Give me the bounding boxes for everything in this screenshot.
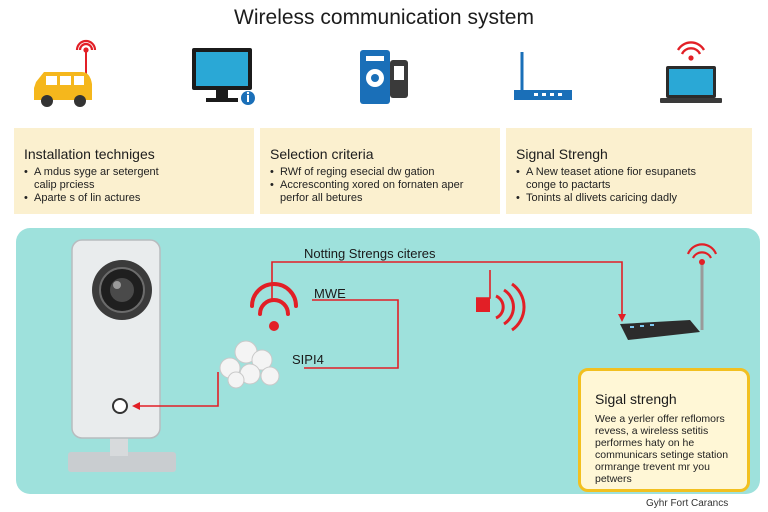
- panel-bullet: Tonints al dlivets caricing dadly: [516, 192, 696, 205]
- panel-bullet: calip prciess: [34, 179, 95, 191]
- wifi-signal-icon: [250, 282, 298, 316]
- car-with-antenna-icon: [34, 39, 97, 107]
- panel-bullet: perfor all betures: [280, 192, 363, 204]
- laptop-with-wifi-icon: [660, 41, 722, 103]
- base-station-unit-icon: [360, 50, 408, 104]
- panel-bullet-list: A New teaset atione fior esupanets conge…: [516, 166, 696, 205]
- wifi-signal-dot: [269, 321, 279, 331]
- panel-bullet-list: A mdus syge ar setergent calip prciess A…: [24, 166, 159, 205]
- desktop-monitor-icon: [192, 48, 255, 105]
- signal-strength-callout: Sigal strengh Wee a yerler offer reflomo…: [578, 368, 750, 492]
- callout-heading: Sigal strengh: [595, 391, 677, 407]
- panel-bullet: conge to pactarts: [526, 179, 611, 191]
- panel-bullet-list: RWf of reging esecial dw gation Accresco…: [270, 166, 463, 205]
- diagram-top-label: Notting Strengs citeres: [304, 246, 436, 261]
- network-router-icon: [620, 243, 718, 340]
- panel-heading: Signal Strengh: [516, 146, 608, 162]
- panel-bullet: Accresconting xored on fornaten aper: [270, 179, 463, 192]
- panel-signal-strength: Signal Strengh A New teaset atione fior …: [506, 128, 752, 214]
- panel-bullet: A New teaset atione fior esupanets: [516, 166, 696, 179]
- panel-bullet: A mdus syge ar setergent: [24, 166, 159, 179]
- panel-bullet: Aparte s of lin actures: [24, 192, 159, 205]
- wireless-router-icon: [514, 52, 572, 100]
- cloud-network-icon: [219, 340, 280, 389]
- panel-selection-criteria: Selection criteria RWf of reging esecial…: [260, 128, 500, 214]
- panel-heading: Selection criteria: [270, 146, 374, 162]
- broadcast-transmitter-icon: [476, 282, 526, 332]
- diagram-label-mwe: MWE: [314, 286, 346, 301]
- page-title: Wireless communication system: [234, 6, 534, 29]
- security-camera-icon: [68, 239, 176, 472]
- callout-body: Wee a yerler offer reflomors revess, a w…: [595, 413, 729, 485]
- diagram-label-sipi4: SIPI4: [292, 352, 324, 367]
- panel-bullet: RWf of reging esecial dw gation: [270, 166, 463, 179]
- panel-heading: Installation techniges: [24, 146, 155, 162]
- device-icon-row: [0, 36, 768, 116]
- signal-path-lines: [136, 261, 623, 407]
- panel-installation-techniques: Installation techniges A mdus syge ar se…: [14, 128, 254, 214]
- credit-text: Gyhr Fort Carancs: [646, 498, 729, 509]
